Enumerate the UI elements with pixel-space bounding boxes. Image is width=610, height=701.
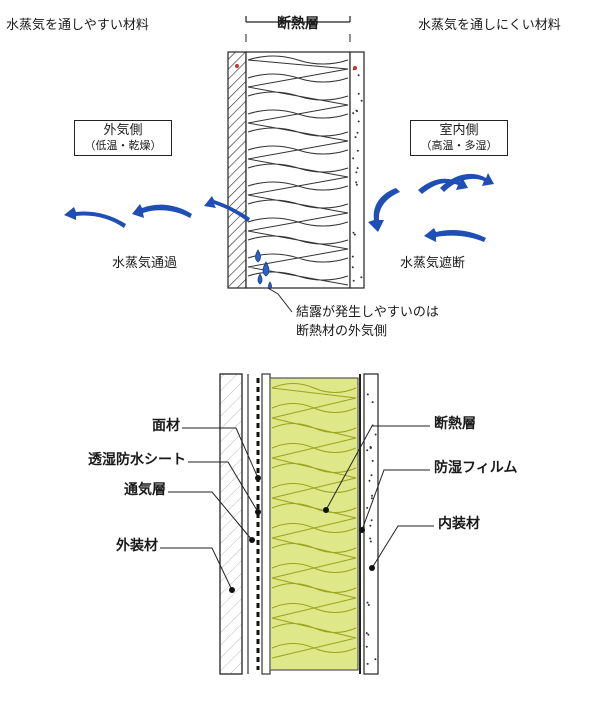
vapor-arrow-icon-right (368, 173, 494, 242)
texture-dot (367, 604, 370, 606)
texture-dot (354, 136, 357, 139)
condensation-note: 結露が発生しやすいのは 断熱材の外気側 (296, 304, 439, 342)
lower-insulation-pattern (271, 382, 357, 659)
texture-dot (360, 276, 363, 279)
texture-dot (355, 171, 358, 174)
label-exterior-cladding: 外装材 (116, 538, 158, 554)
texture-dot (352, 279, 355, 282)
sheathing-board (261, 373, 271, 675)
exterior-cladding (219, 373, 243, 675)
texture-dot (357, 74, 360, 77)
texture-dot (369, 447, 372, 449)
texture-dot (366, 393, 369, 396)
vapor-block-label: 水蒸気遮断 (400, 256, 466, 271)
upper-wall-section (227, 16, 365, 289)
label-interior-finish: 内装材 (438, 516, 480, 532)
high-vapor-resistance-label: 水蒸気を通しにくい材料 (418, 18, 561, 33)
upper-insulation-pattern (247, 55, 349, 286)
texture-dot (366, 449, 369, 452)
texture-dot (366, 662, 369, 665)
label-insulation: 断熱層 (434, 416, 476, 432)
texture-dot (356, 149, 359, 152)
texture-dot (357, 92, 360, 95)
condensation-note-line1: 結露が発生しやすいのは (296, 305, 439, 320)
outside-condition-box: 外気側 （低温・乾燥） (74, 120, 172, 156)
texture-dot (374, 658, 377, 661)
texture-dot (368, 479, 371, 482)
label-vapor-barrier: 防湿フィルム (434, 460, 518, 476)
texture-dot (360, 99, 363, 102)
texture-dot (370, 519, 373, 522)
label-breathable-sheet: 透湿防水シート (88, 452, 186, 468)
texture-dot (355, 183, 358, 186)
insulation-layer-header: 断熱層 (277, 16, 319, 32)
upper-insulation (245, 51, 351, 289)
texture-dot (352, 157, 355, 160)
lower-wall-section (219, 373, 379, 675)
left-leader-lines (160, 427, 259, 591)
texture-dot (352, 231, 355, 234)
texture-dot (370, 497, 373, 500)
condensation-note-line2: 断熱材の外気側 (296, 323, 388, 339)
vapor-arrow-icon (64, 196, 250, 228)
texture-dot (355, 109, 358, 112)
texture-dot (353, 233, 356, 236)
low-vapor-resistance-label: 水蒸気を通しやすい材料 (6, 18, 149, 33)
texture-dot (352, 112, 355, 115)
inside-subtitle: （高温・多湿） (420, 139, 498, 153)
texture-dot (369, 540, 372, 543)
texture-dot (365, 645, 368, 648)
texture-dot (355, 181, 358, 184)
upper-outer-board (227, 51, 247, 289)
texture-dot (351, 266, 354, 269)
texture-dot (357, 120, 360, 123)
texture-dot (369, 524, 372, 527)
texture-dot (371, 459, 374, 462)
texture-dot (371, 401, 374, 404)
texture-dot (366, 601, 369, 604)
texture-dot (365, 632, 368, 635)
texture-dot (351, 255, 354, 258)
right-leader-lines (325, 425, 434, 569)
outside-title: 外気側 (103, 123, 143, 138)
vapor-pass-label: 水蒸気通過 (112, 256, 178, 271)
inside-condition-box: 室内側 （高温・多湿） (410, 120, 508, 156)
texture-dot (356, 131, 359, 134)
inside-title: 室内側 (439, 123, 479, 138)
texture-dot (370, 474, 373, 477)
water-droplet-icon (255, 249, 272, 290)
label-ventilation-layer: 通気層 (124, 482, 166, 498)
texture-dot (356, 167, 359, 170)
label-facing-board: 面材 (152, 418, 180, 434)
outside-subtitle: （低温・乾燥） (84, 139, 162, 153)
texture-dot (367, 633, 370, 636)
texture-dot (366, 506, 369, 509)
texture-dot (371, 494, 373, 497)
texture-dot (374, 433, 377, 436)
upper-inner-layer (349, 51, 365, 289)
interior-board (363, 373, 379, 675)
texture-dot (369, 537, 372, 540)
